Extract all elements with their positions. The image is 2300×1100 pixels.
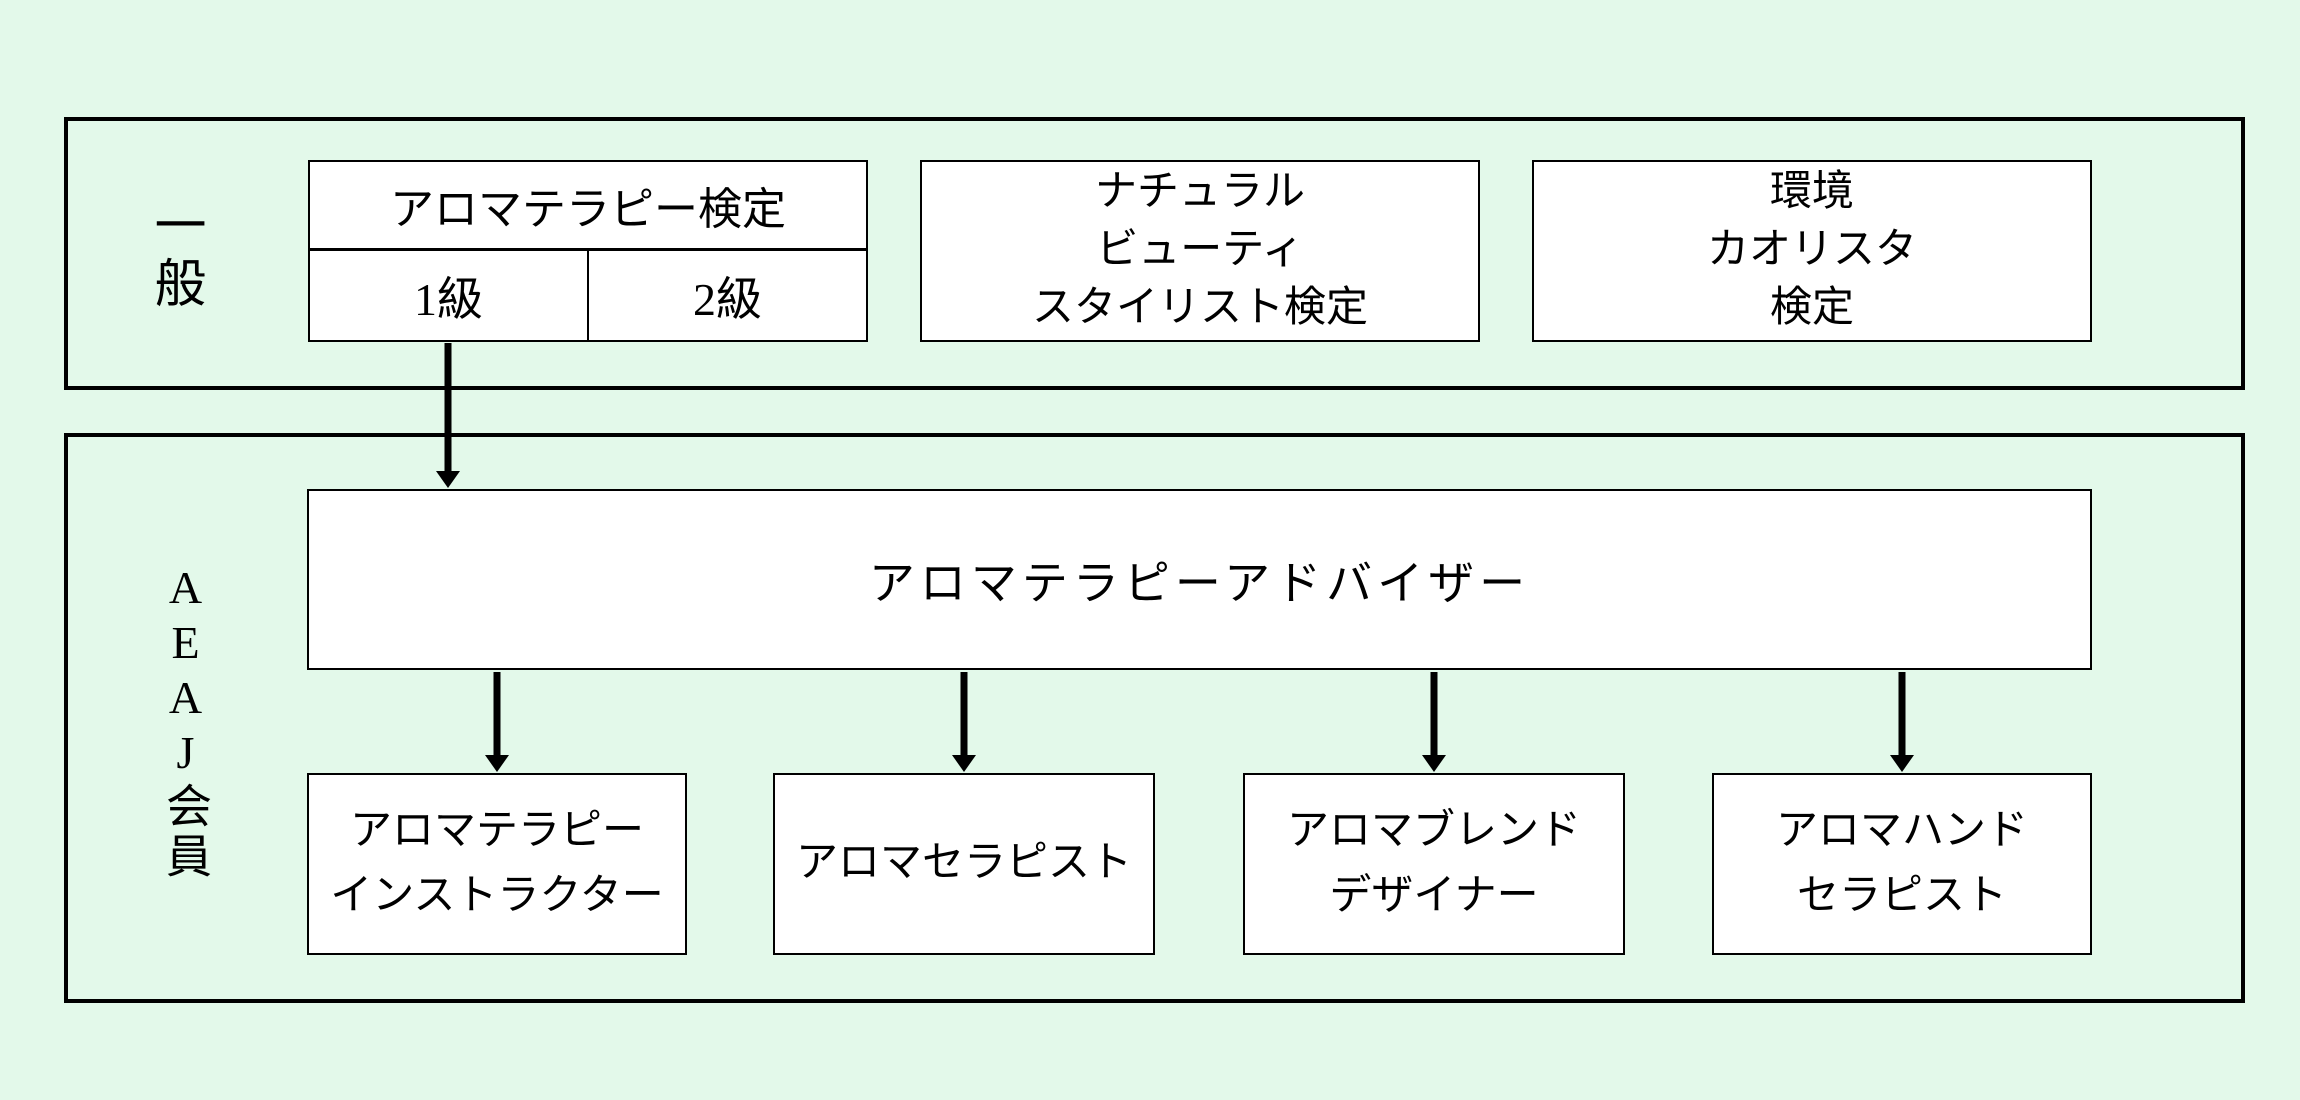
box-aromatherapy-advisor: アロマテラピーアドバイザー (307, 489, 2092, 670)
hand-therapist-line-1: アロマハンド (1775, 807, 2028, 854)
section-label-general: 一般 (146, 198, 203, 314)
kaorista-line-1: 環境 (1769, 169, 1854, 216)
kaorista-line-2: カオリスタ (1706, 227, 1917, 274)
arrow-grade1-to-advisor-icon (433, 343, 463, 488)
arrow-advisor-to-aromatherapist-icon (949, 672, 979, 772)
arrow-advisor-to-hand-therapist-icon (1887, 672, 1917, 772)
instructor-line-2: インストラクター (330, 873, 664, 919)
aromatherapy-kentei-title: アロマテラピー検定 (310, 162, 866, 251)
natural-beauty-line-1: ナチュラル (1094, 169, 1305, 216)
section-general-frame (64, 117, 2245, 390)
grade-2-cell: 2級 (587, 251, 866, 340)
hand-therapist-line-2: セラピスト (1796, 873, 2007, 919)
instructor-line-1: アロマテラピー (349, 807, 644, 854)
box-natural-beauty-stylist: ナチュラル ビューティ スタイリスト検定 (920, 160, 1480, 342)
box-kankyo-kaorista: 環境 カオリスタ 検定 (1532, 160, 2092, 342)
arrow-advisor-to-blend-designer-icon (1419, 672, 1449, 772)
aromatherapy-kentei-grade-row: 1級 2級 (310, 251, 866, 340)
grade-1-cell: 1級 (414, 273, 483, 325)
blend-designer-line-1: アロマブレンド (1286, 807, 1581, 854)
section-aeaj-member-frame (64, 433, 2245, 1003)
box-aroma-hand-therapist: アロマハンド セラピスト (1712, 773, 2092, 955)
natural-beauty-line-2: ビューティ (1096, 227, 1304, 274)
box-aromatherapist: アロマセラピスト (773, 773, 1155, 955)
aromatherapist-line-1: アロマセラピスト (795, 840, 1132, 887)
natural-beauty-line-3: スタイリスト検定 (1031, 284, 1368, 331)
kaorista-line-3: 検定 (1769, 284, 1854, 331)
section-label-aeaj-member: AEAJ会員 (160, 562, 211, 882)
blend-designer-line-2: デザイナー (1329, 873, 1539, 919)
arrow-advisor-to-instructor-icon (482, 672, 512, 772)
box-aromatherapy-instructor: アロマテラピー インストラクター (307, 773, 687, 955)
box-aromatherapy-kentei: アロマテラピー検定 1級 2級 (308, 160, 868, 342)
box-aroma-blend-designer: アロマブレンド デザイナー (1243, 773, 1625, 955)
